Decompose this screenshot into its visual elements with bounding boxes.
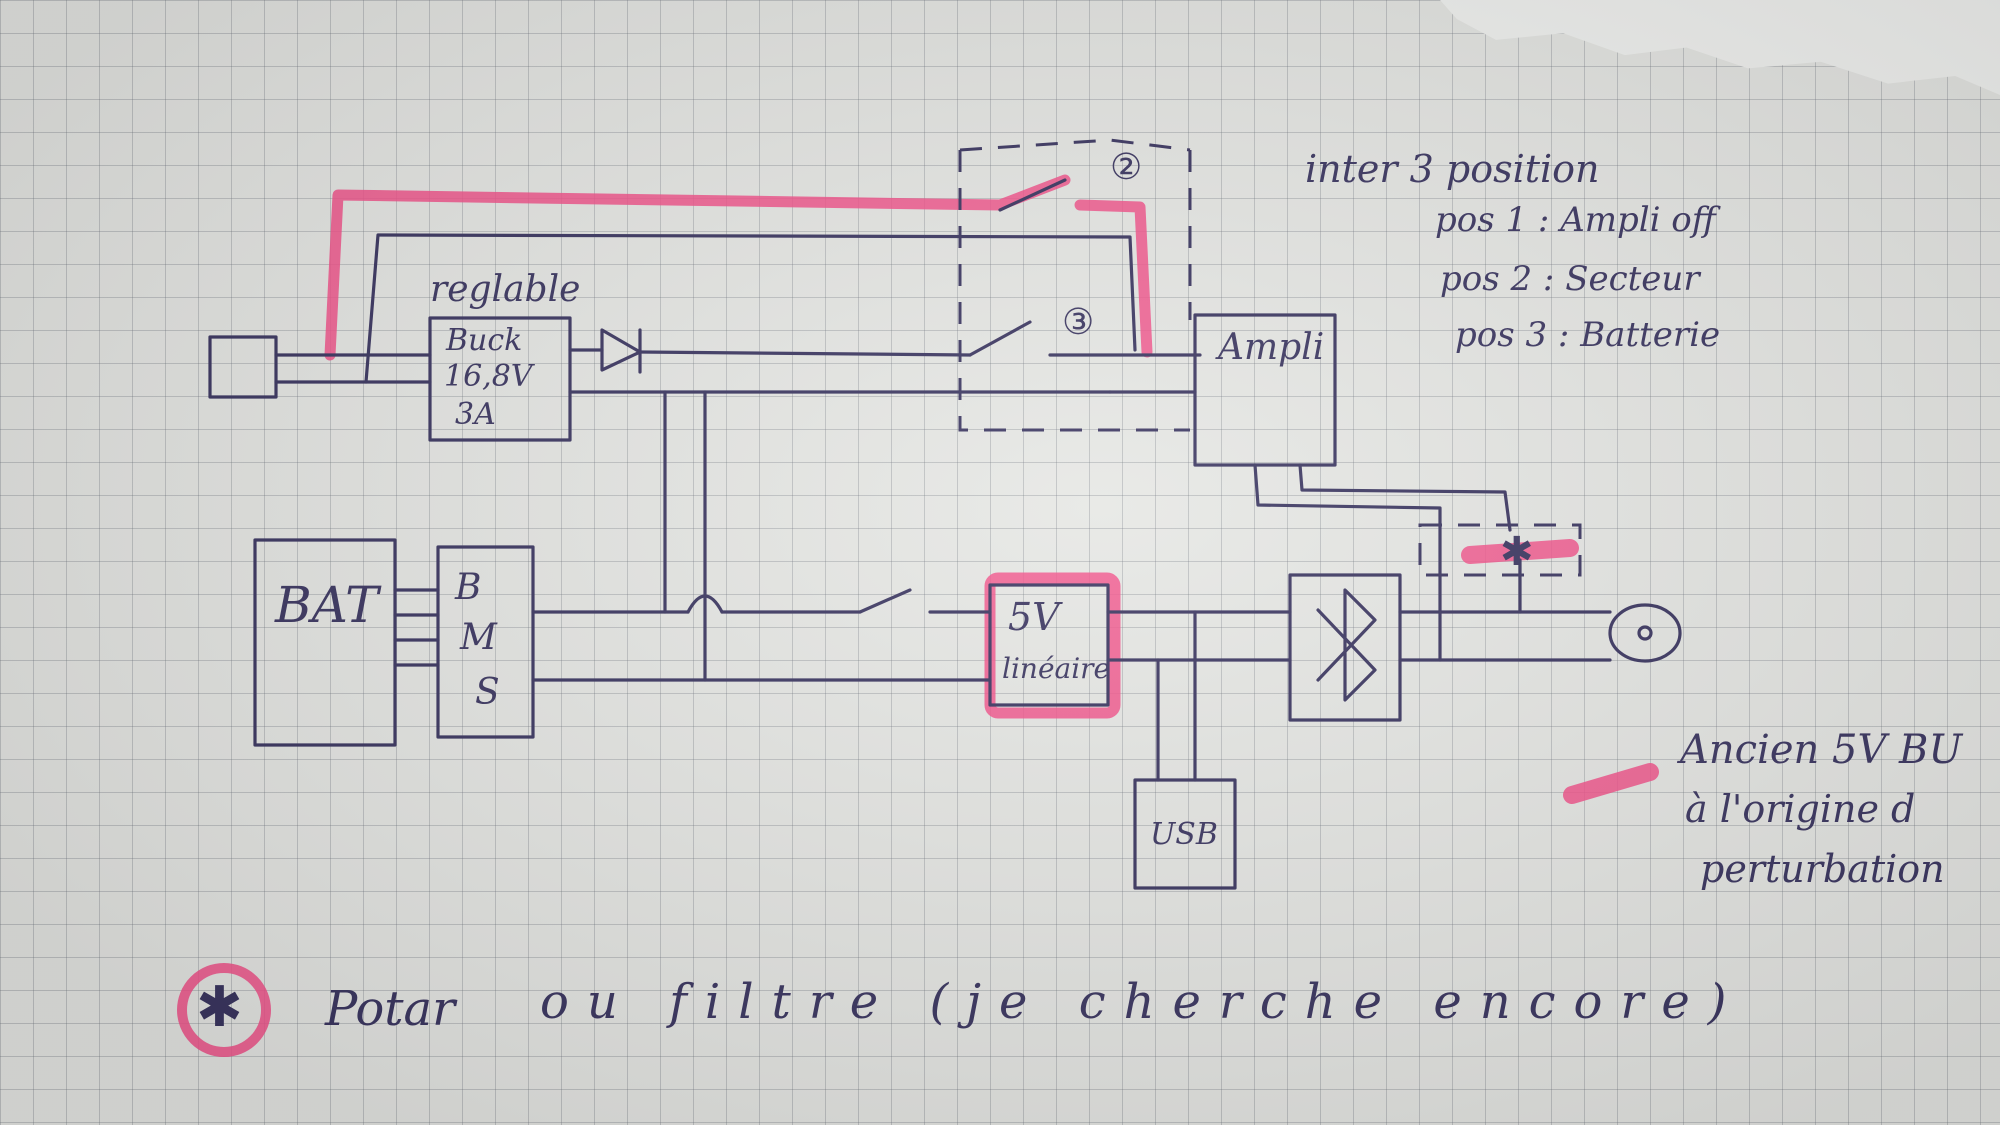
legend-swatch — [1563, 763, 1659, 804]
linear-5v-box — [988, 583, 1110, 707]
battery-box — [253, 538, 397, 747]
battery-switch-lever — [858, 588, 912, 614]
label-ampli: Ampli — [1218, 327, 1325, 368]
label-buck-voltage: 16,8V — [444, 359, 533, 394]
label-buck: Buck — [446, 323, 523, 358]
label-5v: 5V — [1008, 595, 1060, 639]
highlight-old-5v-drop — [1074, 199, 1153, 358]
bluetooth-icon — [1316, 588, 1377, 702]
ampli-box — [1193, 313, 1337, 467]
label-bat: BAT — [275, 576, 379, 634]
legend-line1: Ancien 5V BU — [1680, 727, 1963, 773]
filter-star-icon: ✱ — [1500, 529, 1534, 575]
note-pos1: pos 1 : Ampli off — [1435, 200, 1716, 240]
highlight-old-5v-line — [324, 174, 1071, 361]
footnote-star-ring — [177, 963, 271, 1057]
label-bms-m: M — [460, 617, 497, 658]
switch-lever-pos3 — [968, 320, 1032, 357]
wire-crossover — [686, 594, 724, 614]
switch-lever-pos2 — [998, 178, 1067, 212]
label-switch-pos3: ③ — [1062, 302, 1095, 343]
note-inter-title: inter 3 position — [1305, 147, 1600, 191]
note-pos2: pos 2 : Secteur — [1440, 259, 1700, 299]
legend-line3: perturbation — [1700, 847, 1945, 891]
label-bms-s: S — [475, 672, 500, 713]
label-linear: linéaire — [1002, 652, 1111, 685]
legend-line2: à l'origine d — [1685, 787, 1916, 831]
footnote-star-icon: ✱ — [196, 975, 243, 1040]
footnote-word-potar: Potar — [325, 981, 456, 1037]
buck-converter-box — [428, 316, 572, 442]
label-reglable: reglable — [430, 269, 581, 310]
label-bms-b: B — [455, 567, 482, 608]
bms-box — [436, 545, 535, 739]
dc-input-connector — [208, 335, 278, 399]
diode-symbol — [600, 328, 642, 374]
speaker-symbol — [1608, 603, 1682, 663]
label-switch-pos2: ② — [1110, 147, 1143, 188]
label-usb: USB — [1150, 817, 1218, 852]
label-buck-current: 3A — [455, 397, 496, 432]
footnote-text: ou filtre (je cherche encore) — [540, 974, 1745, 1030]
bluetooth-box — [1288, 573, 1402, 722]
note-pos3: pos 3 : Batterie — [1455, 315, 1721, 355]
wire-top-return — [364, 233, 1137, 384]
switch-dashed-frame — [958, 138, 1192, 432]
highlight-filter — [1461, 539, 1579, 564]
filter-dashed-frame — [1418, 523, 1582, 577]
usb-box — [1133, 778, 1237, 890]
